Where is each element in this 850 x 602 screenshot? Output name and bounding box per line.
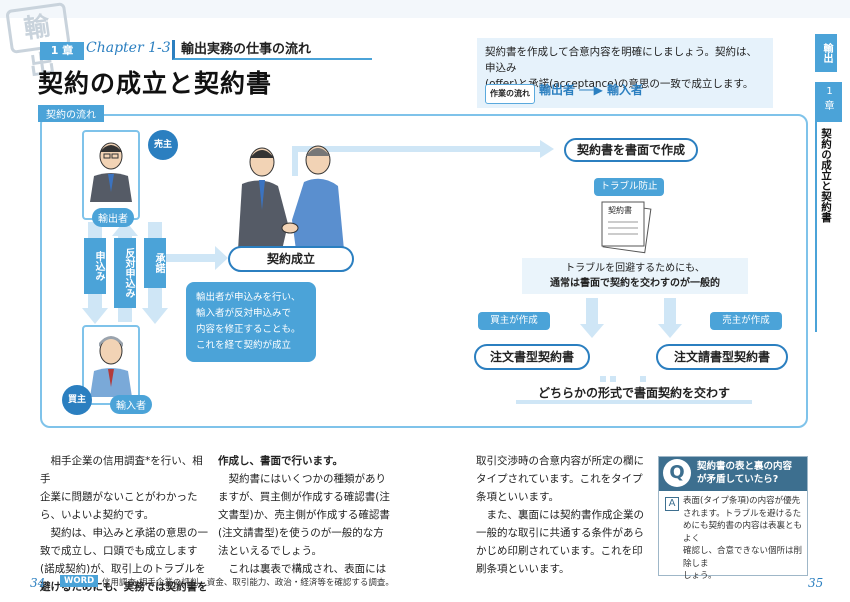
callout-line-3: 内容を修正することも。 xyxy=(196,324,301,335)
side-chapter-title: 契約の成立と契約書 xyxy=(820,128,832,223)
page-title: 契約の成立と契約書 xyxy=(38,69,273,98)
c2-line: ますが、買主側が作成する確認書(注 xyxy=(218,491,390,503)
word-definition: 信用調査:相手企業の評判、資金、取引能力、政治・経済等を確認する調査。 xyxy=(102,578,394,588)
c3-line: タイプされています。これをタイプ xyxy=(476,473,643,485)
diagram-label: 契約の流れ xyxy=(38,105,104,122)
question-icon: Q xyxy=(663,459,691,487)
importer-label: 輸入者 xyxy=(110,395,152,414)
c1-line: 契約は、申込みと承諾の意思の一 xyxy=(50,527,209,539)
c1-line: ら、いよいよ契約です。 xyxy=(40,509,155,521)
offer-tab: 申込み xyxy=(84,238,106,294)
c1-line: (諾成契約)が、取引上のトラブルを xyxy=(40,563,206,575)
importer-figure xyxy=(90,336,132,397)
intro-box: 契約書を作成して合意内容を明確にしましょう。契約は、申込み (offer)と承諾… xyxy=(477,38,773,108)
body-column-1: 相手企業の信用調査*を行い、相手 企業に問題がないことがわかった ら、いよいよ契… xyxy=(40,452,210,596)
c3-line: また、裏面には契約書作成企業の xyxy=(486,509,645,521)
c3-line: 刷条項といいます。 xyxy=(476,563,570,575)
body-column-2: 作成し、書面で行います。 契約書にはいくつかの種類があり ますが、買主側が作成す… xyxy=(218,452,390,578)
note-line-1: トラブルを回避するためにも、 xyxy=(565,263,705,274)
contract-doc-label: 契約書 xyxy=(608,206,632,215)
qa-answer-line: 表面(タイプ条項)の内容が優先 xyxy=(683,496,801,506)
c2-line: 文書型)か、売主側が作成する確認書 xyxy=(218,509,390,521)
c1-line: 致で成立し、口頭でも成立します xyxy=(40,545,198,557)
body-column-3: 取引交渉時の合意内容が所定の欄に タイプされています。これをタイプ 条項といいま… xyxy=(476,452,648,578)
offer-callout: 輸出者が申込みを行い、 輸入者が反対申込みで 内容を修正することも。 これを経て… xyxy=(186,282,316,362)
exporter-figure xyxy=(90,142,132,202)
c1-line: 企業に問題がないことがわかった xyxy=(40,491,198,503)
side-chapter-tab: 1 章 契約の成立と契約書 xyxy=(815,82,842,332)
qa-answer-line: されます。トラブルを避けるた xyxy=(683,508,802,519)
qa-answer-line: めにも契約書の内容は表裏ともよく xyxy=(683,521,803,544)
buyer-creates-tag: 買主が作成 xyxy=(478,312,550,330)
chapter-english: Chapter 1-3 xyxy=(86,40,171,56)
handshake-figure xyxy=(238,145,344,250)
c3-line: 取引交渉時の合意内容が所定の欄に xyxy=(476,455,644,467)
qa-title-1: 契約書の表と裏の内容 xyxy=(697,461,793,472)
top-band xyxy=(0,0,850,18)
conclusion-text: どちらかの形式で書面契約を交わす xyxy=(516,384,752,404)
intro-text-1: 契約書を作成して合意内容を明確にしましょう。契約は、申込み xyxy=(485,46,758,74)
intro-text-2: (offer)と承諾(acceptance)の意思の一致で成立します。 xyxy=(485,78,754,90)
c1-line: 相手企業の信用調査*を行い、相手 xyxy=(40,455,203,485)
contract-document-icon xyxy=(601,201,652,254)
right-page-number: 35 xyxy=(808,576,824,590)
c2-line: 法といえるでしょう。 xyxy=(218,545,323,557)
counter-offer-tab: 反対申込み xyxy=(114,238,136,308)
c2-line: 作成し、書面で行います。 xyxy=(218,455,343,467)
write-contract-pill: 契約書を書面で作成 xyxy=(564,138,698,162)
word-tag: WORD xyxy=(60,575,99,587)
left-page-number: 34 xyxy=(30,576,46,590)
callout-line-1: 輸出者が申込みを行い、 xyxy=(196,292,301,303)
qa-answer: 表面(タイプ条項)の内容が優先 されます。トラブルを避けるた めにも契約書の内容… xyxy=(683,495,805,583)
flow-line: 輸出者 ──▶ 輸入者 xyxy=(539,83,644,97)
exporter-label: 輸出者 xyxy=(92,208,134,227)
note-band: トラブルを回避するためにも、 通常は書面で契約を交わすのが一般的 xyxy=(522,258,748,294)
confirmation-form-contract: 注文請書型契約書 xyxy=(656,344,788,370)
flow-tag: 作業の流れ xyxy=(485,84,535,104)
c3-line: かじめ印刷されています。これを印 xyxy=(476,545,643,557)
seller-creates-tag: 売主が作成 xyxy=(710,312,782,330)
qa-answer-line: 確認し、合意できない個所は削除しま xyxy=(683,546,803,569)
seller-tag: 売主 xyxy=(148,130,178,160)
contract-made-pill: 契約成立 xyxy=(228,246,354,272)
c3-line: 一般的な取引に共通する条件があら xyxy=(476,527,644,539)
callout-line-4: これを経て契約が成立 xyxy=(196,340,292,351)
side-chapter-number: 1 章 xyxy=(817,82,842,122)
exporter-card xyxy=(82,130,140,220)
callout-line-2: 輸入者が反対申込みで xyxy=(196,308,292,319)
qa-answer-line: しょう。 xyxy=(683,571,717,581)
chapter-title: 輸出実務の仕事の流れ xyxy=(172,40,372,60)
c2-line: 契約書にはいくつかの種類があり xyxy=(228,473,387,485)
c3-line: 条項といいます。 xyxy=(476,491,559,503)
qa-title-2: が矛盾していたら? xyxy=(697,474,779,485)
qa-box: 契約書の表と裏の内容 が矛盾していたら? Q A 表面(タイプ条項)の内容が優先… xyxy=(658,456,808,581)
order-form-contract: 注文書型契約書 xyxy=(474,344,590,370)
chapter-number: 1 章 xyxy=(40,42,84,60)
answer-icon: A xyxy=(665,497,679,511)
accept-tab: 承諾 xyxy=(144,238,166,288)
buyer-tag: 買主 xyxy=(62,385,92,415)
c2-line: これは裏表で構成され、表面には xyxy=(228,563,387,575)
c2-line: (注文請書型)を使うのが一般的な方 xyxy=(218,527,384,539)
side-tab-export[interactable]: 輸出 xyxy=(815,34,837,72)
trouble-prevention-tag: トラブル防止 xyxy=(594,178,664,196)
note-line-2: 通常は書面で契約を交わすのが一般的 xyxy=(550,278,720,289)
